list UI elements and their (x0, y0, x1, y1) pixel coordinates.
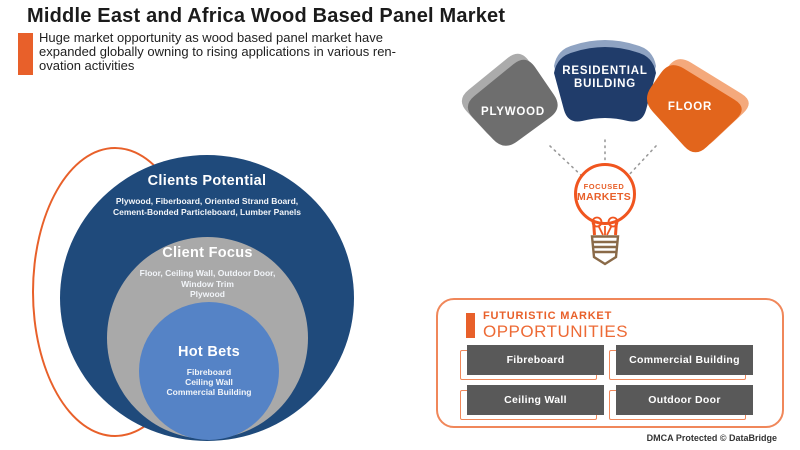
client-focus-details: Floor, Ceiling Wall, Outdoor Door, Windo… (140, 268, 276, 300)
bulb-icon (574, 163, 636, 266)
client-focus-title: Client Focus (162, 245, 253, 261)
subtitle-text: Huge market opportunity as wood based pa… (39, 31, 459, 73)
bulb-neck-right (614, 220, 618, 236)
futuristic-market-panel: FUTURISTIC MARKET OPPORTUNITIES Fibreboa… (436, 298, 784, 428)
subtitle-line: Huge market opportunity as wood based pa… (39, 30, 383, 45)
focused-markets-bulb-text: FOCUSED MARKETS (569, 182, 639, 203)
opportunity-cell: Commercial Building (609, 345, 753, 380)
opportunity-cell: Fibreboard (460, 345, 604, 380)
label-line: BUILDING (574, 78, 636, 90)
hot-bets-circle: Hot Bets Fibreboard Ceiling Wall Commerc… (139, 302, 279, 440)
subtitle-line: ovation activities (39, 58, 135, 73)
detail-line: Cement-Bonded Particleboard, Lumber Pane… (113, 207, 301, 217)
panel-title-line2: OPPORTUNITIES (483, 322, 629, 341)
opportunity-cell: Outdoor Door (609, 385, 753, 420)
hot-bets-details: Fibreboard Ceiling Wall Commercial Build… (166, 367, 251, 397)
detail-line: Plywood (190, 289, 225, 299)
panel-title-line1: FUTURISTIC MARKET (483, 310, 613, 322)
bulb-neck-left (592, 220, 596, 236)
detail-line: Commercial Building (166, 387, 252, 397)
detail-line: Ceiling Wall (185, 377, 233, 387)
bulb-filament (591, 216, 619, 236)
dotted-connector-right (626, 145, 657, 178)
dotted-connector-left (549, 145, 584, 178)
panel-header: FUTURISTIC MARKET OPPORTUNITIES (466, 311, 628, 340)
opportunity-button-outdoor-door[interactable]: Outdoor Door (616, 385, 753, 415)
focused-markets-diagram (461, 40, 749, 266)
bulb-base (590, 235, 620, 266)
hot-bets-title: Hot Bets (177, 344, 240, 360)
plywood-shape (467, 59, 558, 146)
dmca-footer: DMCA Protected © DataBridge (646, 433, 777, 443)
detail-line: Window Trim (181, 278, 234, 289)
opportunities-grid: Fibreboard Commercial Building Ceiling W… (460, 345, 753, 420)
floor-label: FLOOR (667, 101, 713, 113)
plywood-label: PLYWOOD (481, 106, 545, 118)
opportunity-button-commercial-building[interactable]: Commercial Building (616, 345, 753, 375)
clients-potential-title: Clients Potential (147, 173, 267, 189)
bulb-text-line: FOCUSED (583, 182, 625, 191)
bulb-outline (574, 163, 636, 225)
clients-potential-details: Plywood, Fiberboard, Oriented Strand Boa… (113, 196, 301, 218)
page-title: Middle East and Africa Wood Based Panel … (27, 5, 506, 27)
subtitle-accent-bar (18, 33, 33, 75)
residential-shape (554, 47, 656, 122)
detail-line: Fibreboard (186, 367, 232, 377)
bulb-text-line: MARKETS (576, 191, 631, 203)
opportunity-button-fibreboard[interactable]: Fibreboard (467, 345, 604, 375)
detail-line: Floor, Ceiling Wall, Outdoor Door, (139, 268, 276, 278)
opportunity-cell: Ceiling Wall (460, 385, 604, 420)
panel-accent-bar (466, 313, 475, 338)
subtitle-line: expanded globally owning to rising appli… (39, 44, 396, 59)
detail-line: Plywood, Fiberboard, Oriented Strand Boa… (115, 196, 299, 206)
floor-shape (646, 65, 742, 153)
label-line: RESIDENTIAL (562, 65, 648, 77)
residential-building-label: RESIDENTIAL BUILDING (551, 65, 659, 91)
opportunity-button-ceiling-wall[interactable]: Ceiling Wall (467, 385, 604, 415)
